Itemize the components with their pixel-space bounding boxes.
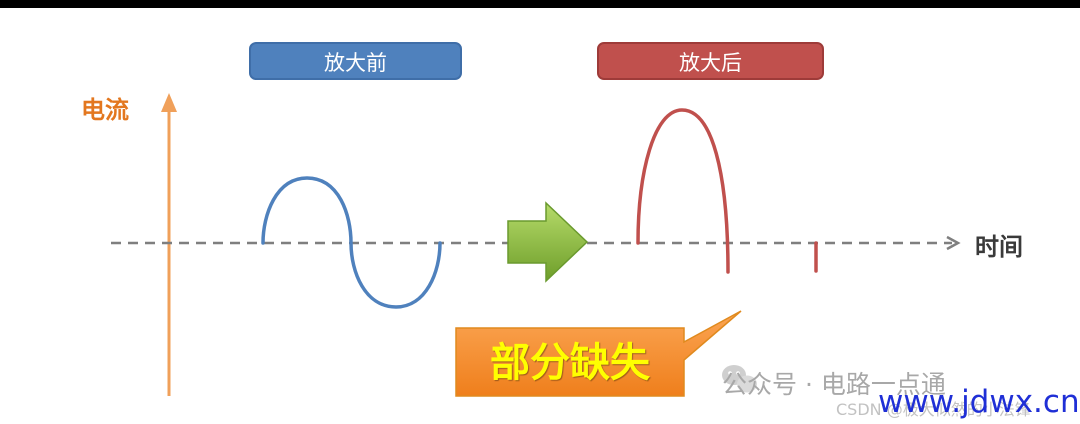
csdn-watermark: CSDN @极大似然的小法锋 — [836, 400, 1031, 419]
before-amplification-label: 放大前 — [249, 42, 462, 80]
output-clipped-wave — [636, 108, 730, 274]
y-axis-label: 电流 — [81, 96, 129, 124]
top-bar — [0, 0, 1080, 8]
transfer-arrow — [507, 201, 589, 283]
input-sine-wave — [261, 176, 442, 309]
after-amplification-label: 放大后 — [597, 42, 824, 80]
missing-part-callout-text: 部分缺失 — [490, 340, 650, 386]
wechat-watermark: 公众号 · 电路一点通 — [722, 370, 946, 399]
time-axis-arrowhead — [946, 235, 961, 251]
x-axis-label: 时间 — [975, 233, 1023, 261]
y-axis-arrowhead — [161, 93, 177, 112]
site-watermark: www.jdwx.cn — [878, 384, 1080, 420]
wechat-logo-icon — [722, 365, 757, 393]
missing-part-callout-shape — [455, 310, 742, 397]
